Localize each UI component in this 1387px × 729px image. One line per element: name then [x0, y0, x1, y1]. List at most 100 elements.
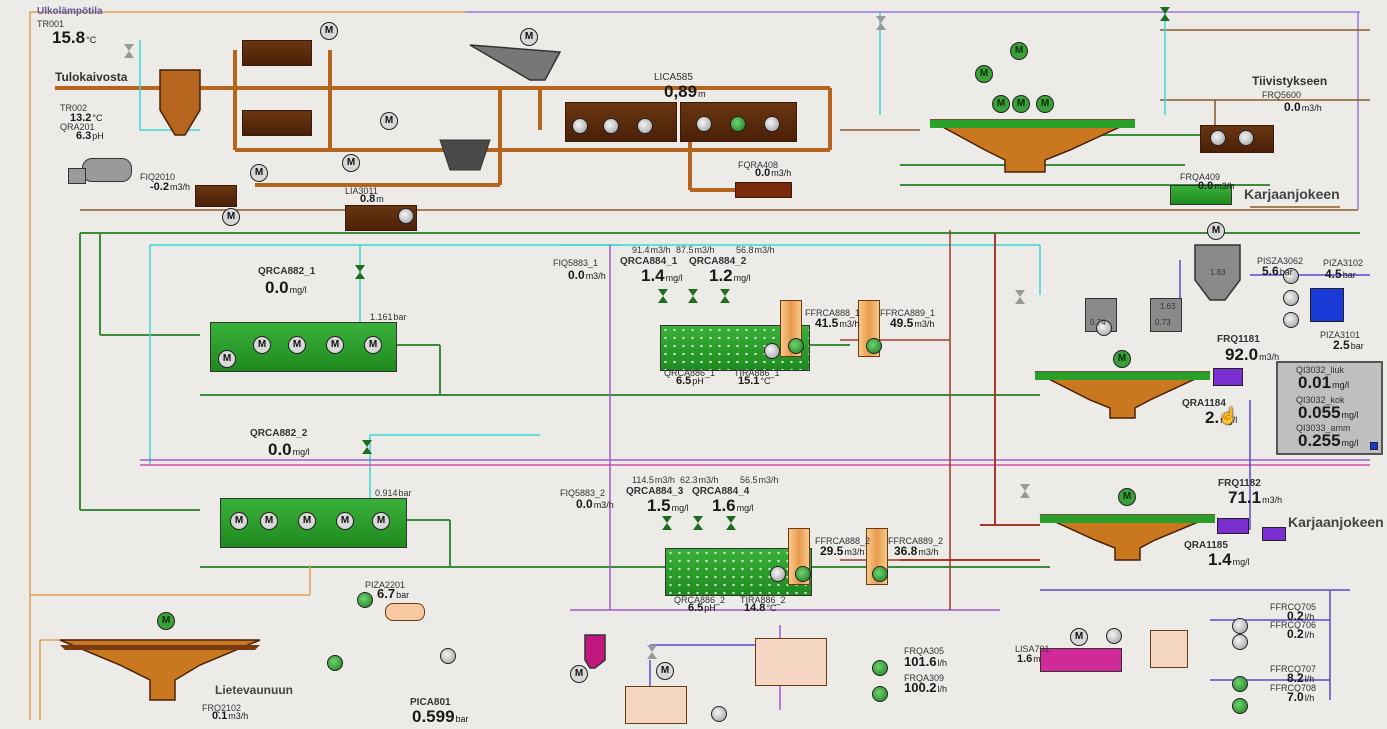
area-label: Ulkolämpötila — [37, 6, 103, 17]
valve-icon[interactable] — [1020, 484, 1030, 498]
motor-icon[interactable]: M — [336, 512, 354, 530]
pump-icon[interactable] — [872, 686, 888, 702]
panel-corner-indicator — [1370, 442, 1378, 450]
motor-icon[interactable]: M — [157, 612, 175, 630]
pump-icon[interactable] — [1283, 290, 1299, 306]
motor-icon[interactable]: M — [1118, 488, 1136, 506]
pump-icon[interactable] — [1232, 618, 1248, 634]
pump-icon[interactable] — [764, 116, 780, 132]
pump-icon[interactable] — [872, 566, 888, 582]
valve-icon[interactable] — [124, 44, 134, 58]
motor-icon[interactable]: M — [570, 665, 588, 683]
pump-icon[interactable] — [1106, 628, 1122, 644]
pump-icon[interactable] — [1232, 676, 1248, 692]
value-readout: 0.1m3/h — [212, 710, 248, 722]
screw-hopper — [470, 45, 560, 80]
effluent-channel-3 — [1262, 527, 1286, 541]
value-readout: 1.2mg/l — [709, 266, 751, 286]
pump-icon[interactable] — [730, 116, 746, 132]
value-readout: 15.1°C — [738, 375, 771, 387]
value-readout: 100.2l/h — [904, 680, 947, 695]
value-readout: 62.3m3/h — [680, 475, 719, 485]
pump-icon[interactable] — [1283, 312, 1299, 328]
valve-icon[interactable] — [688, 289, 698, 303]
pump-icon[interactable] — [1232, 634, 1248, 650]
motor-icon[interactable]: M — [1207, 222, 1225, 240]
value-readout: 29.5m3/h — [820, 544, 864, 558]
effluent-channel-2 — [1217, 518, 1249, 534]
motor-icon[interactable]: M — [320, 22, 338, 40]
value-readout: 1.83 — [1210, 268, 1226, 277]
pump-icon[interactable] — [764, 343, 780, 359]
motor-icon[interactable]: M — [364, 336, 382, 354]
value-readout: 0.74 — [1090, 318, 1106, 327]
chemical-tank — [1150, 630, 1188, 668]
tag-label: QRCA882_2 — [250, 428, 307, 439]
value-readout: 36.8m3/h — [894, 544, 938, 558]
motor-icon[interactable]: M — [342, 154, 360, 172]
motor-icon[interactable]: M — [222, 208, 240, 226]
pump-icon[interactable] — [770, 566, 786, 582]
value-readout: 0.0m3/h — [568, 268, 606, 282]
valve-icon[interactable] — [355, 265, 365, 279]
pump-icon[interactable] — [327, 655, 343, 671]
motor-icon[interactable]: M — [380, 112, 398, 130]
pump-icon[interactable] — [440, 648, 456, 664]
motor-icon[interactable]: M — [992, 95, 1010, 113]
value-readout: 0.914bar — [375, 488, 412, 498]
value-readout: 1.4mg/l — [641, 266, 683, 286]
motor-icon[interactable]: M — [520, 28, 538, 46]
pump-icon[interactable] — [1232, 698, 1248, 714]
motor-icon[interactable]: M — [288, 336, 306, 354]
motor-icon[interactable]: M — [372, 512, 390, 530]
fqra408-tank — [735, 182, 792, 198]
valve-icon[interactable] — [1160, 7, 1170, 21]
motor-icon[interactable]: M — [250, 164, 268, 182]
motor-icon[interactable]: M — [1113, 350, 1131, 368]
motor-icon[interactable]: M — [1012, 95, 1030, 113]
motor-icon[interactable]: M — [1070, 628, 1088, 646]
pump-icon[interactable] — [357, 592, 373, 608]
valve-icon[interactable] — [647, 645, 657, 659]
pump-icon[interactable] — [398, 208, 414, 224]
motor-icon[interactable]: M — [1010, 42, 1028, 60]
motor-icon[interactable]: M — [253, 336, 271, 354]
motor-icon[interactable]: M — [1036, 95, 1054, 113]
value-readout: 4.5bar — [1325, 267, 1356, 281]
pump-icon[interactable] — [572, 118, 588, 134]
area-label: Tulokaivosta — [55, 70, 127, 84]
return-sludge-lines — [900, 233, 1040, 560]
valve-icon[interactable] — [1015, 290, 1025, 304]
value-readout: -0.2m3/h — [150, 181, 190, 193]
motor-icon[interactable]: M — [326, 336, 344, 354]
value-readout: 6.7bar — [377, 586, 409, 601]
valve-icon[interactable] — [876, 16, 886, 30]
valve-icon[interactable] — [658, 289, 668, 303]
valve-icon[interactable] — [693, 516, 703, 530]
valve-icon[interactable] — [720, 289, 730, 303]
polymer-tank-blue — [1310, 288, 1344, 322]
valve-icon[interactable] — [362, 440, 372, 454]
pump-icon[interactable] — [1210, 130, 1226, 146]
mouse-cursor: ☝ — [1218, 406, 1238, 426]
pump-icon[interactable] — [603, 118, 619, 134]
motor-icon[interactable]: M — [975, 65, 993, 83]
value-readout: 1.5mg/l — [647, 496, 689, 516]
value-readout: 1.6mg/l — [712, 496, 754, 516]
motor-icon[interactable]: M — [260, 512, 278, 530]
valve-icon[interactable] — [662, 516, 672, 530]
motor-icon[interactable]: M — [218, 350, 236, 368]
pump-icon[interactable] — [1238, 130, 1254, 146]
pump-icon[interactable] — [711, 706, 727, 722]
valve-icon[interactable] — [726, 516, 736, 530]
pump-icon[interactable] — [866, 338, 882, 354]
pump-icon[interactable] — [696, 116, 712, 132]
pump-icon[interactable] — [637, 118, 653, 134]
motor-icon[interactable]: M — [656, 662, 674, 680]
motor-icon[interactable]: M — [230, 512, 248, 530]
motor-icon[interactable]: M — [298, 512, 316, 530]
pump-icon[interactable] — [795, 566, 811, 582]
pump-icon[interactable] — [872, 660, 888, 676]
pump-icon[interactable] — [788, 338, 804, 354]
